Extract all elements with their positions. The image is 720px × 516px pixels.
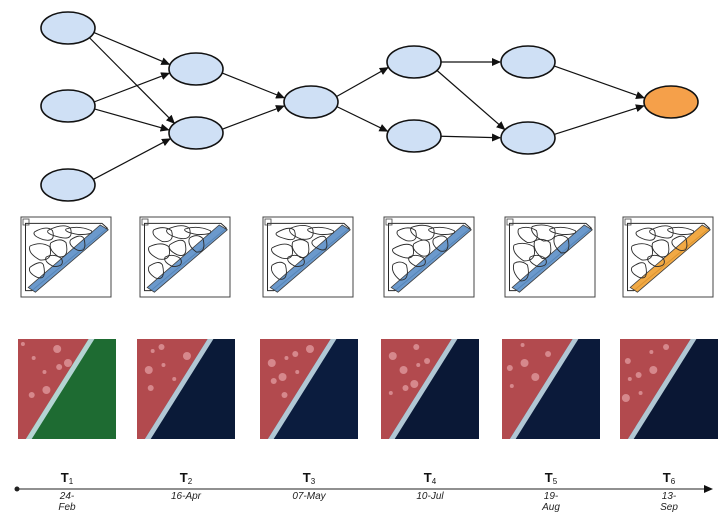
segment-sketch-2 [139, 216, 231, 298]
segment-sketch-5 [504, 216, 596, 298]
satellite-image-6 [620, 339, 718, 439]
graph-edge-13 [553, 65, 645, 99]
graph-nodes [40, 11, 699, 202]
time-step-date-6: Sep [660, 502, 678, 513]
graph-node-n4 [168, 52, 224, 86]
time-step-date-3: 07-May [292, 491, 326, 502]
graph-node-n9 [500, 45, 556, 79]
segment-sketch-1 [20, 216, 112, 298]
graph-edge-14 [553, 104, 645, 136]
graph-node-n2 [40, 89, 96, 123]
time-step-date-5: 19- [544, 491, 559, 502]
time-step-date-4: 10-Jul [416, 491, 444, 502]
segment-sketch-4 [383, 216, 475, 298]
timeline: T1 24-Feb T2 16-Apr T3 07-May T4 10-Jul T5 19-Aug… [14, 470, 713, 513]
graph-edge-5 [92, 138, 171, 181]
time-step-date-1: Feb [58, 502, 76, 513]
time-step-label-6: T6 [663, 470, 676, 486]
satellite-image-2 [137, 339, 235, 439]
time-step-label-1: T1 [61, 470, 74, 486]
graph-node-n5 [168, 116, 224, 150]
graph-node-n6 [283, 85, 339, 119]
graph-edge-2 [88, 36, 176, 124]
graph-edge-1 [93, 31, 171, 65]
time-step-date-6: 13- [662, 491, 677, 502]
graph-node-final [643, 85, 699, 119]
graph-edge-4 [94, 108, 170, 132]
satellite-image-4 [381, 339, 479, 439]
satellite-image-1 [18, 339, 116, 439]
timeline-start-dot [14, 486, 20, 492]
time-step-label-5: T5 [545, 470, 558, 486]
segment-sketch-row [20, 216, 714, 298]
graph-node-n1 [40, 11, 96, 45]
graph-edge-11 [436, 69, 506, 131]
graph-node-n3 [40, 168, 96, 202]
graph-edge-7 [221, 105, 285, 130]
segment-sketch-6 [622, 216, 714, 298]
time-step-date-2: 16-Apr [171, 491, 202, 502]
time-step-date-1: 24- [59, 491, 75, 502]
time-step-label-4: T4 [424, 470, 437, 486]
graph-edge-8 [335, 67, 389, 98]
graph-edges [88, 31, 645, 181]
graph-edge-3 [93, 72, 171, 103]
satellite-image-3 [260, 339, 358, 439]
graph-node-n10 [500, 121, 556, 155]
graph-edge-12 [440, 133, 502, 142]
segment-sketch-3 [262, 216, 354, 298]
graph-node-n8 [386, 119, 442, 153]
satellite-image-5 [502, 339, 600, 439]
graph-node-n7 [386, 45, 442, 79]
satellite-image-row [18, 339, 718, 439]
time-step-label-2: T2 [180, 470, 193, 486]
graph-edge-6 [221, 72, 286, 99]
time-step-date-5: Aug [541, 502, 560, 513]
time-step-label-3: T3 [303, 470, 316, 486]
graph-edge-9 [336, 105, 389, 132]
